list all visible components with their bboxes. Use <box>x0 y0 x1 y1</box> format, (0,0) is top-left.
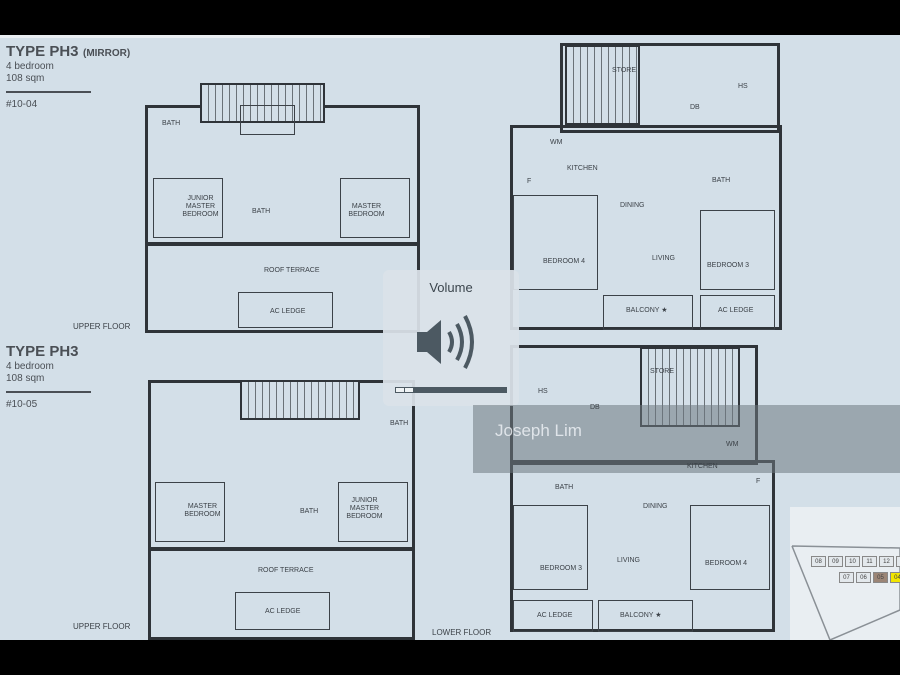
room-living: LIVING <box>652 255 675 262</box>
room-bedroom-3: BEDROOM 3 <box>707 262 750 269</box>
key-plan-outline <box>791 545 900 640</box>
plan-info-ph3-mirror: TYPE PH3 (MIRROR) 4 bedroom 108 sqm #10-… <box>6 43 130 111</box>
room-kitchen: KITCHEN <box>567 165 598 172</box>
room-roof-terrace: ROOF TERRACE <box>264 267 320 274</box>
volume-segment <box>396 388 404 392</box>
key-plan-unit-06: 06 <box>856 572 871 583</box>
room-store: STORE <box>650 368 674 375</box>
room-f: F <box>527 178 532 185</box>
room-junior-master-bedroom: JUNIOR MASTER BEDROOM <box>182 195 219 218</box>
room-balcony: BALCONY ★ <box>620 612 662 619</box>
key-plan-unit-07: 07 <box>839 572 854 583</box>
watermark-text: Joseph Lim <box>495 421 582 440</box>
room-living: LIVING <box>617 557 640 564</box>
speaker-icon <box>417 315 474 369</box>
room-roof-terrace: ROOF TERRACE <box>258 567 314 574</box>
room-balcony: BALCONY ★ <box>626 307 668 314</box>
room-junior-master-bedroom: JUNIOR MASTER BEDROOM <box>346 497 383 520</box>
plan-info-ph3: TYPE PH3 4 bedroom 108 sqm #10-05 <box>6 343 91 411</box>
plan-bedrooms: 4 bedroom <box>6 61 54 72</box>
floor-label: LOWER FLOOR <box>432 628 492 637</box>
floor-plan-image: TYPE PH3 (MIRROR) 4 bedroom 108 sqm #10-… <box>0 35 900 640</box>
room-wm: WM <box>550 139 563 146</box>
volume-hud: Volume <box>383 270 519 406</box>
plan-unit: #10-04 <box>6 99 38 110</box>
room-ac-ledge: AC LEDGE <box>270 308 306 315</box>
room-bath: BATH <box>555 484 574 491</box>
room-dining: DINING <box>620 202 645 209</box>
room-f: F <box>756 478 761 485</box>
room-dining: DINING <box>643 503 668 510</box>
plan-title: TYPE PH3 <box>6 343 79 360</box>
room-bath: BATH <box>162 120 181 127</box>
room-bath: BATH <box>252 208 271 215</box>
room-bath: BATH <box>300 508 319 515</box>
room-db: DB <box>690 104 700 111</box>
key-plan-unit-09: 09 <box>828 556 843 567</box>
key-plan-unit-12: 12 <box>879 556 894 567</box>
room-wm: WM <box>726 441 739 448</box>
floor-label: UPPER FLOOR <box>73 622 131 631</box>
room-hs: HS <box>738 83 748 90</box>
room-bedroom-3: BEDROOM 3 <box>540 565 583 572</box>
key-plan-unit-10: 10 <box>845 556 860 567</box>
volume-label: Volume <box>429 280 473 295</box>
plan-title: TYPE PH3 <box>6 43 79 60</box>
divider <box>6 91 91 93</box>
plan-modifier: (MIRROR) <box>82 48 131 59</box>
watermark: Joseph Lim <box>473 405 900 473</box>
key-plan-unit-05: 05 <box>873 572 888 583</box>
volume-segment <box>405 388 413 392</box>
room-ac-ledge: AC LEDGE <box>265 608 301 615</box>
plan-bedrooms: 4 bedroom <box>6 361 54 372</box>
plan-area: 108 sqm <box>6 373 45 384</box>
room-hs: HS <box>538 388 548 395</box>
room-db: DB <box>590 404 600 411</box>
key-plan-unit-08: 08 <box>811 556 826 567</box>
floor-label: UPPER FLOOR <box>73 322 131 331</box>
key-plan-unit-04: 04 <box>890 572 900 583</box>
room-master-bedroom: MASTER BEDROOM <box>184 503 221 518</box>
volume-level-bar[interactable] <box>395 387 507 393</box>
room-bedroom-4: BEDROOM 4 <box>543 258 586 265</box>
room-bath: BATH <box>712 177 731 184</box>
key-plan-unit-11: 11 <box>862 556 877 567</box>
room-bath: BATH <box>390 420 409 427</box>
room-master-bedroom: MASTER BEDROOM <box>348 203 385 218</box>
key-plan-unit-13: 13 <box>896 556 900 567</box>
room-bedroom-4: BEDROOM 4 <box>705 560 748 567</box>
room-ac-ledge: AC LEDGE <box>718 307 754 314</box>
room-kitchen: KITCHEN <box>687 463 718 470</box>
divider <box>6 391 91 393</box>
room-ac-ledge: AC LEDGE <box>537 612 573 619</box>
plan-unit: #10-05 <box>6 399 38 410</box>
room-store: STORE <box>612 67 636 74</box>
plan-area: 108 sqm <box>6 73 45 84</box>
